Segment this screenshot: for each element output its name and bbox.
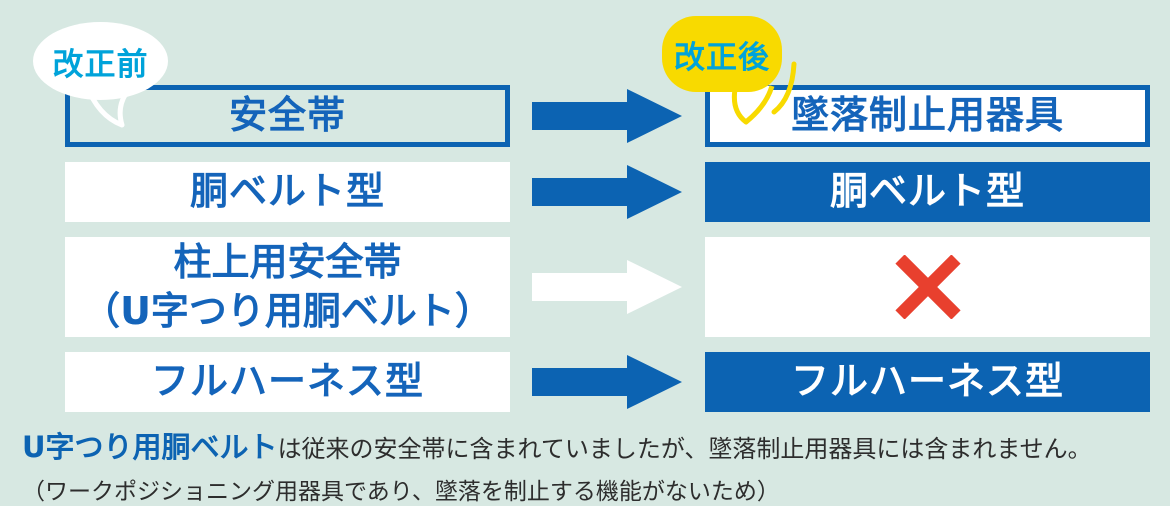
after-bubble-tail: [731, 61, 797, 125]
before-revision-label: 改正前: [52, 46, 149, 83]
after-box-full-harness-label: フルハーネス型: [790, 359, 1064, 404]
before-box-pole-safety-belt-label: 柱上用安全帯 （U字つり用胴ベルト）: [82, 238, 493, 337]
after-box-excluded: [705, 237, 1150, 337]
after-revision-label: 改正後: [674, 39, 770, 76]
before-box-safety-belt: 安全帯: [65, 85, 510, 147]
before-revision-bubble: 改正前: [33, 22, 168, 100]
footnote-line1: U字つり用胴ベルトは従来の安全帯に含まれていましたが、墜落制止用器具には含まれま…: [22, 424, 1092, 466]
before-box-full-harness-label: フルハーネス型: [150, 359, 424, 404]
pole-safety-belt-line2: （U字つり用胴ベルト）: [82, 289, 493, 333]
before-box-safety-belt-label: 安全帯: [228, 93, 346, 138]
footnote-line2: （ワークポジショニング用器具であり、墜落を制止する機能がないため）: [22, 479, 780, 505]
after-revision-bubble: 改正後: [662, 16, 782, 92]
before-box-full-harness: フルハーネス型: [65, 352, 510, 412]
before-box-body-belt-label: 胴ベルト型: [189, 169, 385, 214]
after-box-body-belt-label: 胴ベルト型: [829, 169, 1025, 214]
cross-icon: [894, 255, 961, 319]
after-box-fall-arrest-equipment: 墜落制止用器具: [705, 85, 1150, 147]
before-box-pole-safety-belt: 柱上用安全帯 （U字つり用胴ベルト）: [65, 237, 510, 337]
after-box-full-harness: フルハーネス型: [705, 352, 1150, 412]
footnote-line1-text: は従来の安全帯に含まれていましたが、墜落制止用器具には含まれません。: [277, 435, 1092, 463]
arrow-right-icon: [532, 355, 682, 409]
after-box-body-belt: 胴ベルト型: [705, 162, 1150, 222]
footnote-highlight: U字つり用胴ベルト: [22, 430, 278, 464]
after-box-fall-arrest-equipment-label: 墜落制止用器具: [790, 93, 1064, 138]
arrow-right-icon: [532, 89, 682, 143]
pole-safety-belt-line1: 柱上用安全帯: [173, 239, 402, 284]
before-box-body-belt: 胴ベルト型: [65, 162, 510, 222]
arrow-right-icon: [532, 260, 682, 314]
arrow-right-icon: [532, 165, 682, 219]
footnote: U字つり用胴ベルトは従来の安全帯に含まれていましたが、墜落制止用器具には含まれま…: [22, 424, 1092, 506]
